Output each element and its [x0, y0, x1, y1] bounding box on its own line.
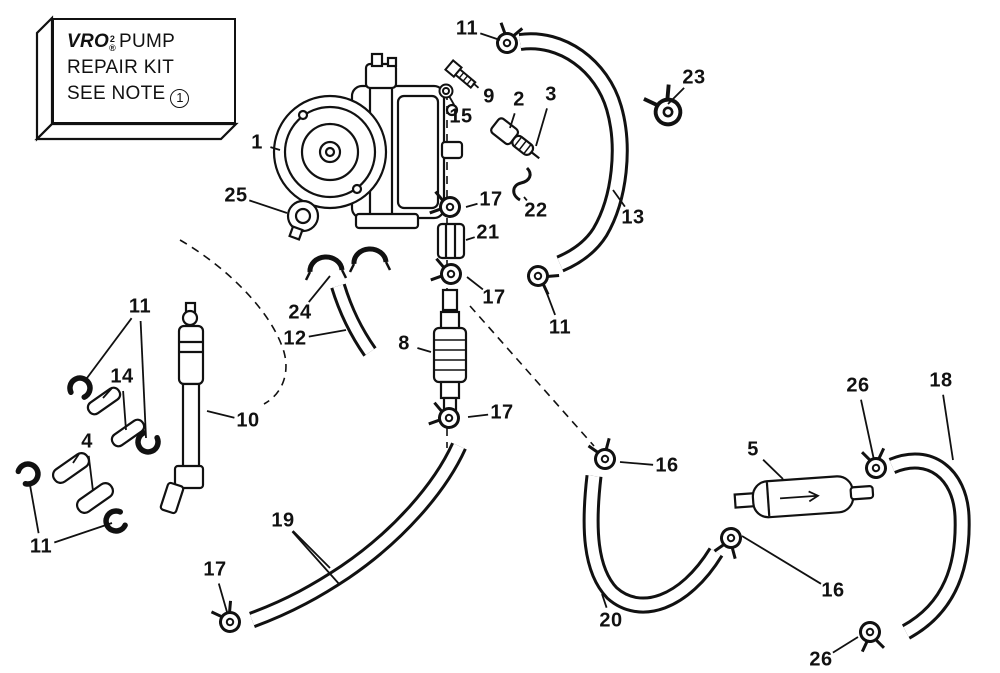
brand-superscripts: 2®	[109, 34, 117, 54]
note-line1-rest: PUMP	[119, 31, 176, 52]
brand-text: VRO	[67, 31, 110, 52]
part-16-clamp-a	[587, 436, 621, 474]
part-24-retainer-clips	[304, 246, 392, 281]
part-11-clip-b	[135, 432, 160, 455]
part-11-clamp-top	[492, 21, 524, 57]
brand-sup: 2	[109, 34, 116, 44]
part-11-clip-d	[103, 509, 126, 534]
note-line-2: REPAIR KIT	[67, 57, 175, 79]
part-11-clip-a	[68, 375, 93, 398]
part-11-clamp-right	[522, 260, 561, 297]
registered-mark: ®	[109, 43, 117, 54]
part-8-inline-valve	[432, 288, 468, 414]
part-21-connector	[436, 222, 466, 260]
part-1-vro-pump	[272, 52, 464, 230]
part-25-grommet	[286, 199, 320, 241]
part-20-hose	[582, 475, 724, 614]
part-5-fuel-filter	[733, 475, 875, 519]
part-13-hose	[518, 32, 629, 273]
part-23-clamp	[641, 82, 689, 132]
part-10-primer-assembly	[159, 301, 205, 515]
part-26-clamp-a	[860, 446, 890, 481]
part-16-clamp-b	[713, 523, 747, 561]
note-line3-text: SEE NOTE	[67, 83, 166, 105]
part-26-clamp-b	[856, 619, 886, 654]
part-4-sleeves	[51, 452, 115, 514]
part-17-clamp-d	[209, 599, 246, 638]
part-2-3-fitting	[490, 117, 540, 160]
part-19-hose	[249, 442, 467, 628]
part-11-clip-c	[17, 460, 42, 486]
part-15-washer	[438, 83, 454, 99]
note-number-circle: 1	[170, 88, 190, 108]
part-12-hose	[330, 283, 377, 357]
part-18-hose	[888, 452, 971, 640]
part-22-spring-link	[512, 166, 532, 202]
